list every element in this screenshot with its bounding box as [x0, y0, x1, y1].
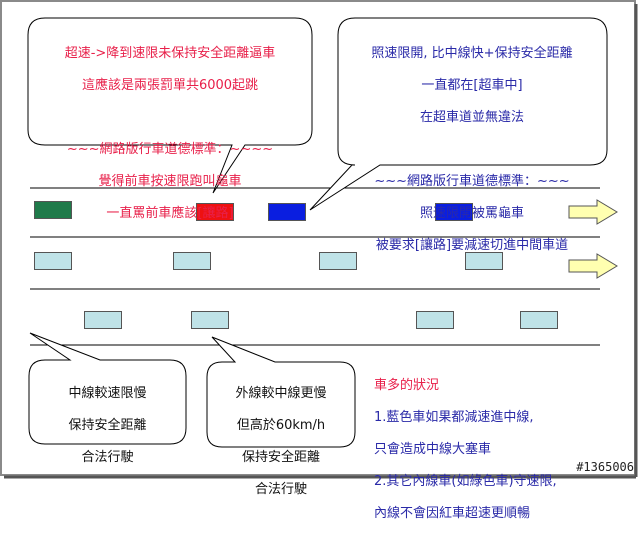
traffic-note-line: 只會造成中線大塞車 [374, 442, 492, 457]
car-middle-lane-3 [319, 252, 357, 270]
bubble-bottom-left-text: 中線較速限慢 保持安全距離 合法行駛 [68, 386, 147, 465]
car-middle-lane-4 [465, 252, 503, 270]
car-outer-lane-3 [416, 311, 454, 329]
car-blue-inner-lane-1 [268, 203, 306, 221]
car-outer-lane-2 [191, 311, 229, 329]
car-outer-lane-1 [84, 311, 122, 329]
traffic-note-title: 車多的狀況 [374, 378, 440, 393]
car-outer-lane-4 [520, 311, 558, 329]
bubble-bottom-mid-shape [206, 336, 356, 448]
bubble-top-right-shape [309, 17, 608, 211]
direction-arrow-lane-1 [568, 199, 618, 225]
traffic-note-line: 1.藍色車如果都減速進中線, [374, 410, 534, 425]
slide-canvas [0, 0, 638, 479]
watermark: #1365006 [576, 460, 634, 474]
car-middle-lane-2 [173, 252, 211, 270]
car-green-inner-lane [34, 201, 72, 219]
traffic-note-line: 2.其它內線車(如綠色車)守速限, [374, 474, 557, 489]
car-middle-lane-1 [34, 252, 72, 270]
bubble-top-left-shape [27, 17, 313, 194]
bubble-top-right-text: 照速限開, 比中線快+保持安全距離 一直都在[超車中] 在超車道並無違法 ~~~… [371, 46, 573, 253]
car-blue-inner-lane-2 [435, 203, 473, 221]
direction-arrow-lane-2 [568, 253, 618, 279]
bubble-bottom-left-shape [28, 332, 187, 445]
traffic-note-line: 內線不會因紅車超速更順暢 [374, 506, 531, 521]
car-red-inner-lane [196, 203, 234, 221]
bubble-top-left-text: 超速->降到速限未保持安全距離逼車 這應該是兩張罰單共6000起跳 ~~~網路版… [64, 46, 276, 221]
bubble-bottom-mid-text: 外線較中線更慢 但高於60km/h 保持安全距離 合法行駛 [235, 386, 327, 497]
traffic-note: 車多的狀況 1.藍色車如果都減速進中線, 只會造成中線大塞車 2.其它內線車(如… [374, 362, 614, 538]
